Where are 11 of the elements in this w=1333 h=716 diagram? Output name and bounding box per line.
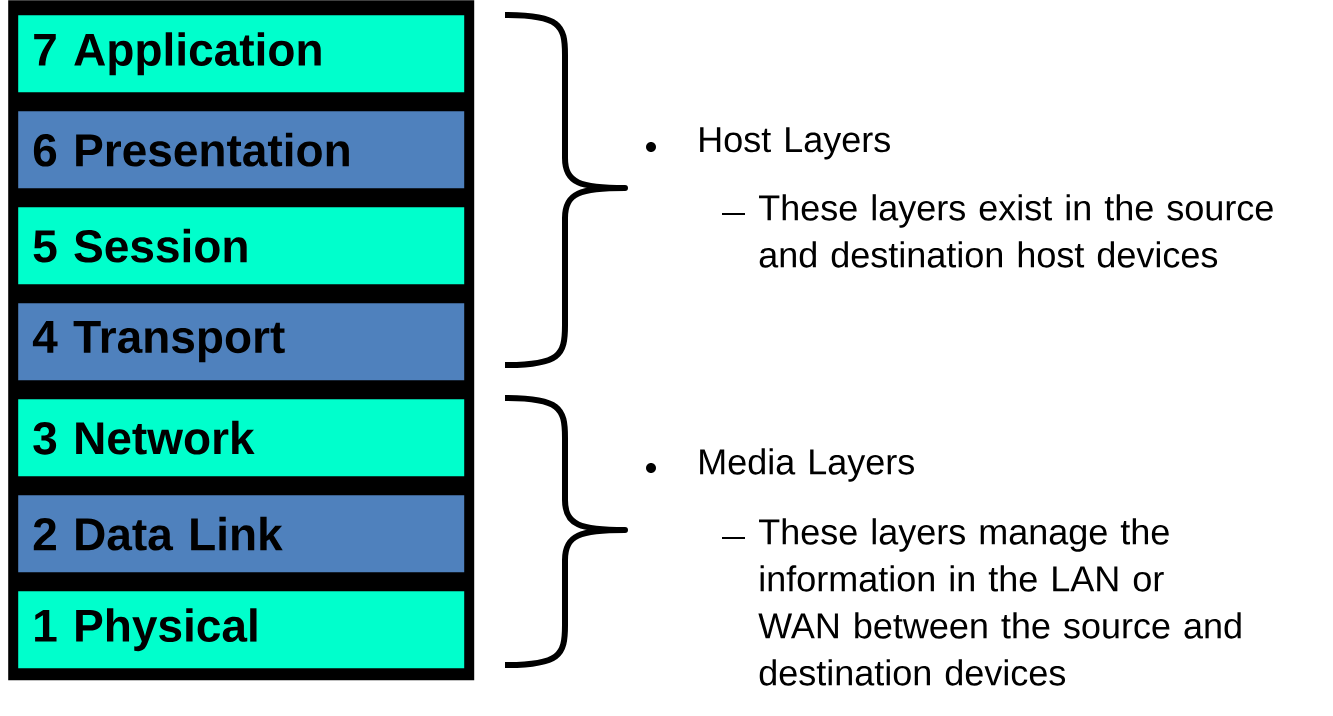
layer-box: 2 Data Link: [18, 495, 465, 573]
layer-box: 3 Network: [18, 399, 465, 477]
list-item: These layers manage the information in the LAN or WAN between the source and destination devices: [758, 518, 1241, 686]
layer-box: 4 Transport: [18, 303, 465, 381]
list-heading: Host Layers: [700, 127, 890, 160]
layer-box: 7 Application: [18, 15, 465, 93]
layer-box: 5 Session: [18, 207, 465, 285]
list-heading: Media Layers: [700, 448, 914, 482]
list-item: These layers exist in the source and destination host devices: [759, 194, 1273, 268]
layer-box: 6 Presentation: [18, 111, 465, 189]
layer-box: 1 Physical: [18, 591, 465, 669]
